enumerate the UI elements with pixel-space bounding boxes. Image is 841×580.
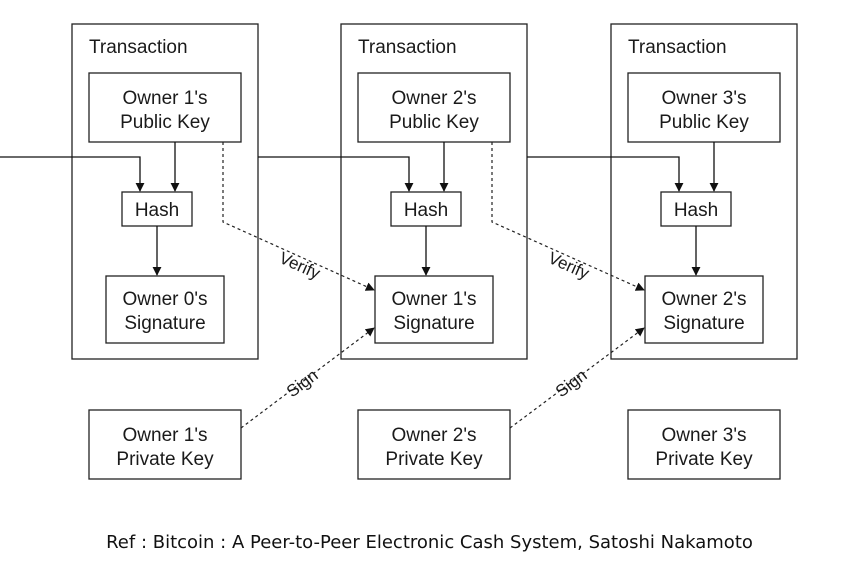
public-key-line-2: Public Key bbox=[659, 112, 749, 133]
transaction-title: Transaction bbox=[358, 37, 457, 58]
hash-label: Hash bbox=[674, 200, 718, 221]
public-key-line-1: Owner 3's bbox=[662, 88, 747, 109]
verify-arrow-2 bbox=[491, 142, 645, 291]
signature-box: Owner 1's Signature bbox=[374, 275, 494, 344]
verify-label-1: Verify bbox=[276, 248, 323, 283]
reference-caption: Ref : Bitcoin : A Peer-to-Peer Electroni… bbox=[0, 532, 841, 553]
hash-label: Hash bbox=[404, 200, 448, 221]
signature-line-2: Signature bbox=[663, 313, 744, 334]
transaction-1: Transaction Owner 1's Public Key Hash Ow… bbox=[0, 23, 259, 360]
sign-label-1: Sign bbox=[283, 366, 322, 402]
chain-arrow bbox=[258, 156, 414, 192]
hash-box: Hash bbox=[121, 191, 193, 227]
private-key-line-1: Owner 3's bbox=[662, 425, 747, 446]
public-key-box: Owner 3's Public Key bbox=[627, 72, 781, 143]
sign-arrow-1 bbox=[240, 327, 375, 429]
hash-box: Hash bbox=[390, 191, 462, 227]
private-key-line-2: Private Key bbox=[116, 449, 214, 470]
incoming-chain-arrow bbox=[0, 156, 145, 192]
chain-arrow bbox=[527, 156, 684, 192]
hash-label: Hash bbox=[135, 200, 179, 221]
public-key-box: Owner 2's Public Key bbox=[357, 72, 511, 143]
public-key-box: Owner 1's Public Key bbox=[88, 72, 242, 143]
transaction-title: Transaction bbox=[628, 37, 727, 58]
transaction-3: Transaction Owner 3's Public Key Hash Ow… bbox=[527, 23, 798, 360]
private-key-line-2: Private Key bbox=[655, 449, 753, 470]
signature-box: Owner 2's Signature bbox=[644, 275, 764, 344]
private-key-line-1: Owner 2's bbox=[392, 425, 477, 446]
private-key-line-1: Owner 1's bbox=[123, 425, 208, 446]
signature-line-1: Owner 0's bbox=[123, 289, 208, 310]
public-key-line-1: Owner 1's bbox=[123, 88, 208, 109]
signature-line-2: Signature bbox=[124, 313, 205, 334]
private-key-box-2: Owner 2's Private Key bbox=[357, 409, 511, 480]
private-key-box-3: Owner 3's Private Key bbox=[627, 409, 781, 480]
private-key-line-2: Private Key bbox=[385, 449, 483, 470]
signature-line-2: Signature bbox=[393, 313, 474, 334]
private-key-box-1: Owner 1's Private Key bbox=[88, 409, 242, 480]
transaction-2: Transaction Owner 2's Public Key Hash Ow… bbox=[258, 23, 528, 360]
verify-arrow-1 bbox=[222, 142, 375, 291]
public-key-line-1: Owner 2's bbox=[392, 88, 477, 109]
sign-label-2: Sign bbox=[552, 366, 591, 402]
hash-box: Hash bbox=[660, 191, 732, 227]
transaction-chain-diagram: Transaction Owner 1's Public Key Hash Ow… bbox=[0, 23, 798, 480]
signature-box: Owner 0's Signature bbox=[105, 275, 225, 344]
sign-arrow-2 bbox=[509, 327, 645, 429]
public-key-line-2: Public Key bbox=[389, 112, 479, 133]
reference-text: Ref : Bitcoin : A Peer-to-Peer Electroni… bbox=[106, 532, 753, 553]
transaction-title: Transaction bbox=[89, 37, 188, 58]
signature-line-1: Owner 1's bbox=[392, 289, 477, 310]
signature-line-1: Owner 2's bbox=[662, 289, 747, 310]
public-key-line-2: Public Key bbox=[120, 112, 210, 133]
verify-label-2: Verify bbox=[545, 248, 592, 283]
